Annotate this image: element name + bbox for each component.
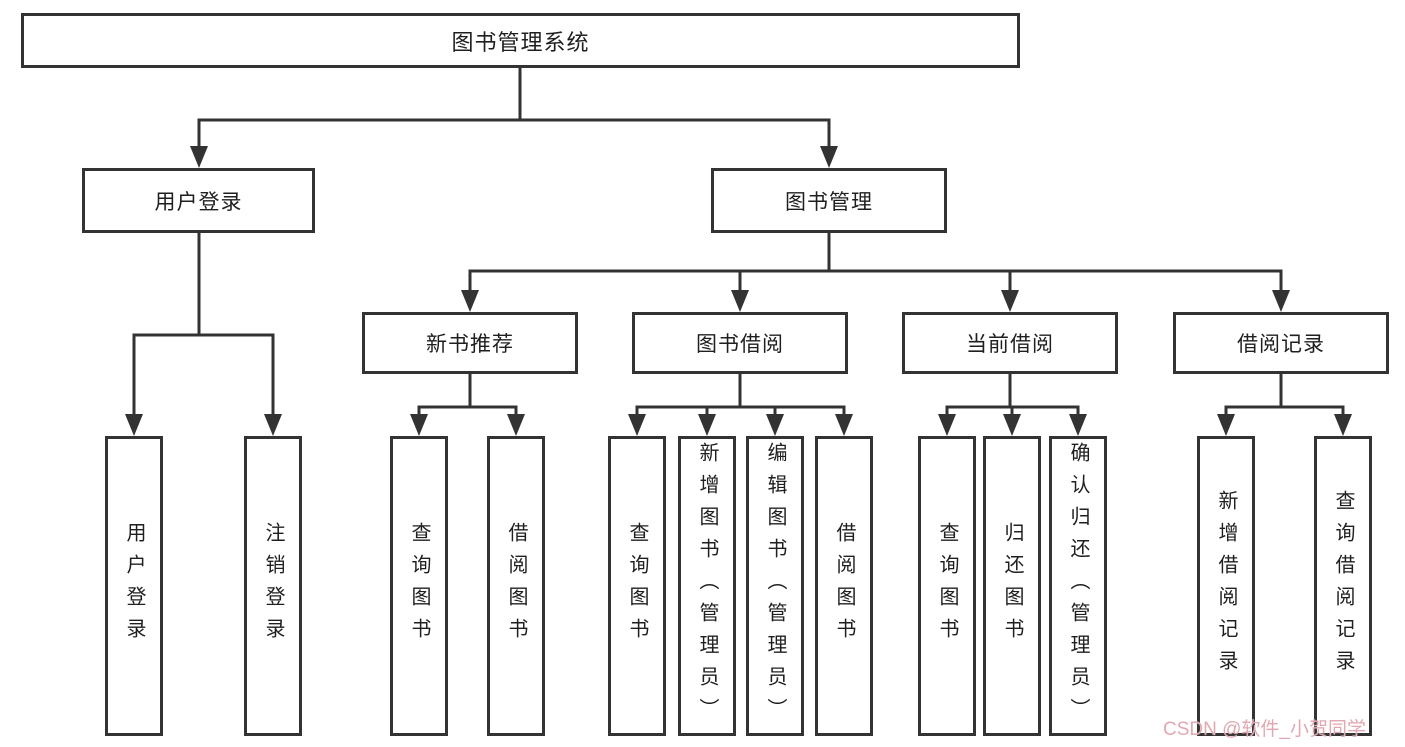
leaf-confirm-return-admin: 确认归还（管理员） <box>1049 436 1107 736</box>
watermark: CSDN @软件_小贺同学 <box>1163 719 1366 740</box>
leaf-label: 借阅图书 <box>505 522 527 650</box>
node-user-login: 用户登录 <box>82 168 315 233</box>
node-label: 图书管理 <box>785 190 873 214</box>
leaf-label: 查询图书 <box>408 522 430 650</box>
leaf-edit-books-admin: 编辑图书（管理员） <box>746 436 804 736</box>
arrowheads <box>125 146 1352 436</box>
leaf-query-books-current: 查询图书 <box>918 436 976 736</box>
leaf-query-borrow-record: 查询借阅记录 <box>1314 436 1372 736</box>
leaf-add-books-admin: 新增图书（管理员） <box>678 436 736 736</box>
node-borrow-records: 借阅记录 <box>1173 312 1389 374</box>
node-label: 图书管理系统 <box>451 29 590 55</box>
leaf-label: 归还图书 <box>1001 522 1023 650</box>
node-label: 用户登录 <box>154 190 243 214</box>
leaf-add-borrow-record: 新增借阅记录 <box>1197 436 1255 736</box>
leaf-query-books-recommend: 查询图书 <box>390 436 448 736</box>
node-label: 新书推荐 <box>426 333 514 356</box>
leaf-label: 查询图书 <box>936 522 958 650</box>
leaf-label: 新增借阅记录 <box>1215 490 1237 682</box>
leaf-label: 编辑图书（管理员） <box>764 442 786 730</box>
node-label: 图书借阅 <box>696 333 784 356</box>
node-current-borrowing: 当前借阅 <box>902 312 1118 374</box>
leaf-label: 借阅图书 <box>833 522 855 650</box>
leaf-label: 用户登录 <box>123 522 145 650</box>
leaf-label: 新增图书（管理员） <box>696 442 718 730</box>
leaf-borrow-books-recommend: 借阅图书 <box>487 436 545 736</box>
leaf-label: 查询借阅记录 <box>1332 490 1354 682</box>
leaf-label: 注销登录 <box>262 522 284 650</box>
leaf-query-books-borrow: 查询图书 <box>608 436 666 736</box>
leaf-logout: 注销登录 <box>244 436 302 736</box>
node-label: 借阅记录 <box>1237 333 1325 356</box>
node-book-management: 图书管理 <box>711 168 947 233</box>
leaf-label: 查询图书 <box>626 522 648 650</box>
node-new-book-recommend: 新书推荐 <box>362 312 578 374</box>
connector-segments <box>132 67 1345 416</box>
node-label: 当前借阅 <box>966 333 1054 356</box>
leaf-return-books: 归还图书 <box>983 436 1041 736</box>
leaf-label: 确认归还（管理员） <box>1067 442 1089 730</box>
node-library-system: 图书管理系统 <box>21 13 1020 68</box>
leaf-user-login: 用户登录 <box>105 436 163 736</box>
leaf-borrow-books: 借阅图书 <box>815 436 873 736</box>
node-book-borrowing: 图书借阅 <box>632 312 848 374</box>
